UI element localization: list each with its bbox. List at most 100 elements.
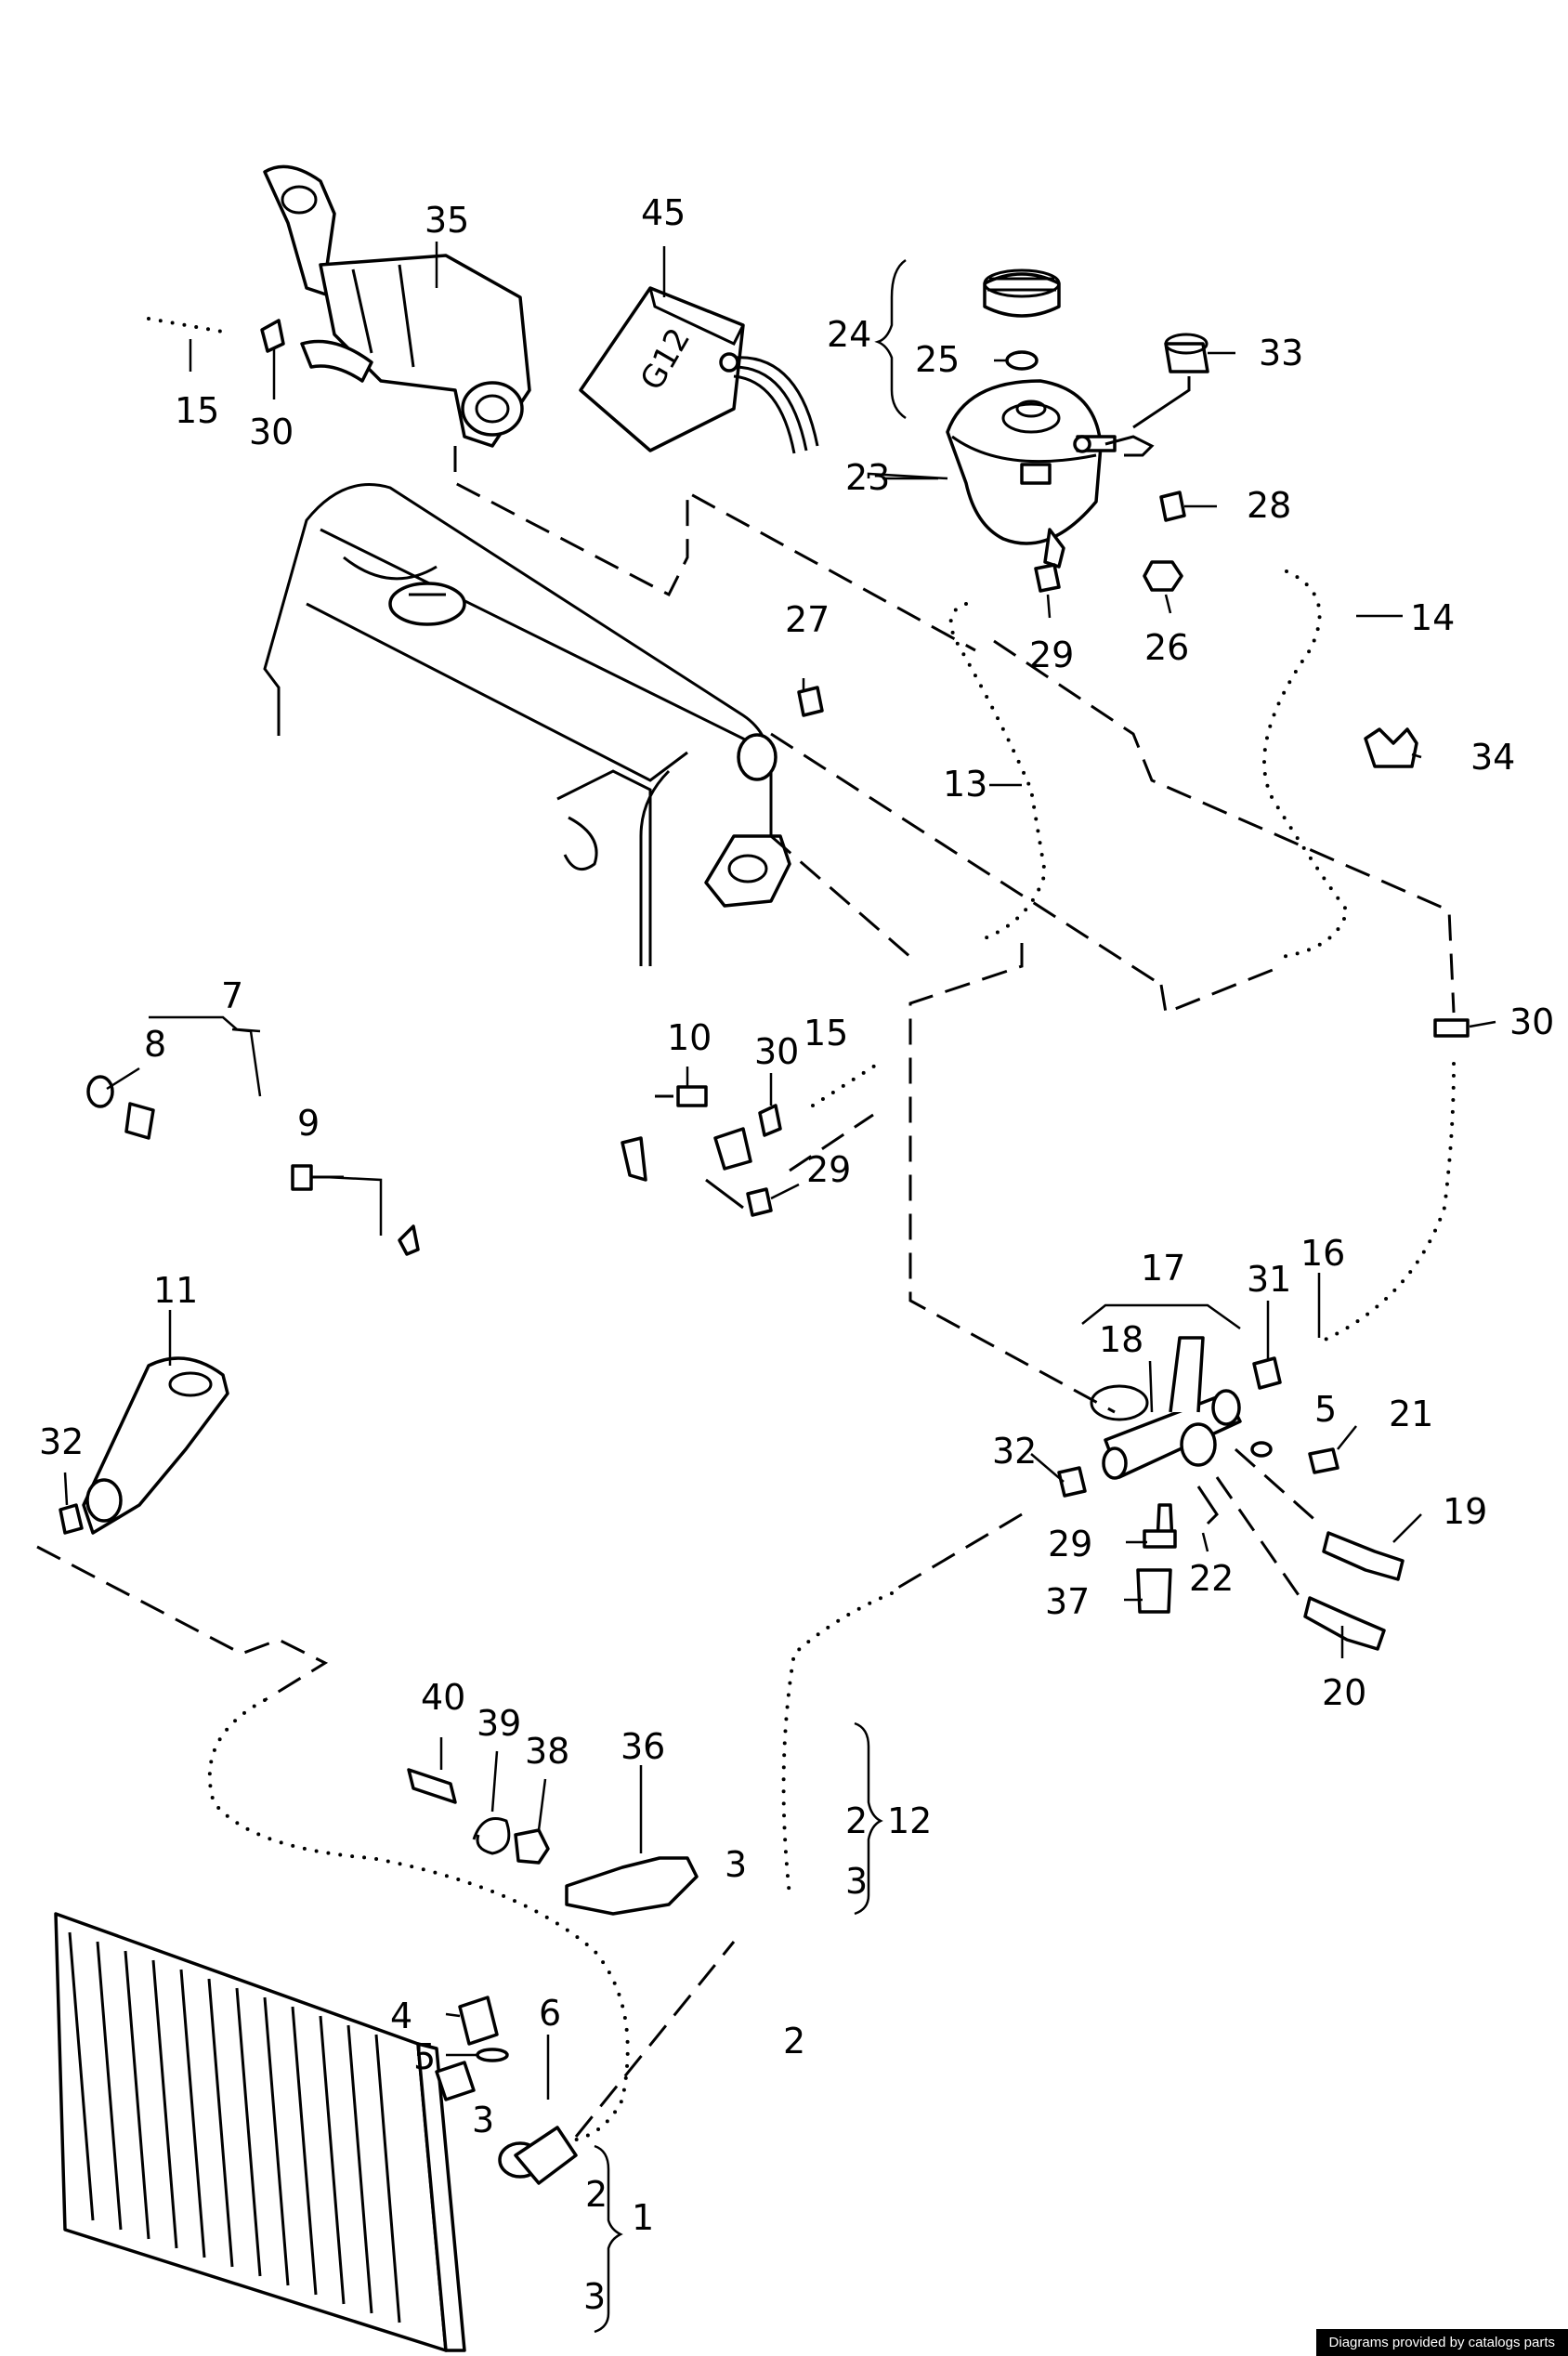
hose-13 — [934, 588, 1061, 954]
clamp-30a — [260, 319, 285, 353]
drain-plug-4 — [458, 1996, 499, 2046]
coolant-plug — [737, 733, 777, 781]
cap-37 — [1136, 1568, 1172, 1614]
cap-seal — [1005, 350, 1039, 371]
nut-38 — [514, 1828, 550, 1865]
sensor-20 — [1303, 1596, 1386, 1651]
callout-28: 28 — [1247, 485, 1291, 526]
oil-filler-cap — [388, 582, 466, 626]
clamp-29a — [1034, 563, 1061, 593]
callout-38: 38 — [525, 1731, 569, 1772]
callout-20: 20 — [1322, 1672, 1366, 1713]
callout-23: 23 — [845, 457, 890, 498]
callout-29-lower: 29 — [1048, 1524, 1092, 1564]
callout-29-middle: 29 — [806, 1149, 851, 1190]
callout-26: 26 — [1144, 627, 1189, 668]
callout-31: 31 — [1247, 1259, 1291, 1300]
sensor-19 — [1322, 1531, 1405, 1581]
hose-1 — [193, 1684, 644, 2157]
callout-3-hose12: 3 — [845, 1861, 868, 1902]
callout-35: 35 — [425, 200, 469, 241]
o-ring-8 — [86, 1075, 114, 1108]
flange-gasket — [704, 834, 791, 908]
callout-3-bottom: 3 — [583, 2276, 606, 2317]
routing-lines — [36, 446, 1456, 2138]
callout-40: 40 — [421, 1677, 465, 1718]
callout-29-upper: 29 — [1029, 635, 1074, 675]
clamp-30b — [758, 1104, 782, 1137]
callout-30-upper: 30 — [249, 412, 294, 452]
g12-coolant-container: G12 — [579, 286, 819, 454]
clamp-28 — [1159, 491, 1186, 522]
egr-cooler — [263, 164, 531, 448]
clamp-30c — [1433, 1018, 1470, 1038]
clamp-32a — [59, 1503, 84, 1535]
clamp-32b — [1057, 1466, 1087, 1498]
callout-13: 13 — [943, 764, 987, 805]
callout-labels: 35 45 15 30 24 25 33 23 28 27 29 26 14 3… — [39, 192, 1554, 2317]
hose-16 — [1303, 1048, 1470, 1358]
bolt-10 — [655, 1085, 708, 1107]
callout-18: 18 — [1099, 1319, 1143, 1360]
tank-mount-rubber — [1132, 333, 1209, 429]
callout-24: 24 — [827, 314, 871, 355]
callout-37: 37 — [1045, 1581, 1090, 1622]
hose-15-upper — [133, 303, 243, 348]
clamp-29b — [746, 1187, 773, 1217]
callout-22: 22 — [1189, 1558, 1234, 1599]
callout-10: 10 — [667, 1017, 712, 1058]
callout-30-right: 30 — [1509, 1001, 1554, 1042]
callout-30-middle: 30 — [754, 1031, 799, 1072]
o-ring-5 — [476, 2048, 509, 2062]
clamp-31 — [1252, 1356, 1282, 1390]
callout-14: 14 — [1410, 597, 1455, 638]
callout-25: 25 — [915, 339, 960, 380]
callout-11: 11 — [153, 1270, 198, 1311]
callout-39: 39 — [477, 1703, 521, 1744]
hose-15-lower — [797, 1048, 894, 1121]
callout-3-middle: 3 — [725, 1844, 747, 1885]
clamp-39 — [472, 1817, 511, 1855]
brace-marks — [149, 258, 1241, 2334]
callout-2-radiator: 2 — [585, 2174, 608, 2215]
callout-34: 34 — [1470, 737, 1515, 778]
callout-32-right: 32 — [992, 1431, 1037, 1472]
callout-4: 4 — [390, 1996, 412, 2036]
bolt-40 — [407, 1768, 457, 1804]
callout-5-left: 5 — [413, 2036, 436, 2077]
callout-36: 36 — [621, 1726, 665, 1767]
callout-15-lower: 15 — [804, 1013, 848, 1054]
t-connector — [1090, 1336, 1242, 1544]
callout-9: 9 — [297, 1103, 320, 1144]
callout-3-radiator: 3 — [472, 2100, 494, 2140]
coolant-pipe — [124, 1099, 752, 1304]
footer-attribution: Diagrams provided by catalogs parts — [1315, 2329, 1568, 2356]
clamp-29c — [1143, 1529, 1177, 1549]
sensor-21 — [1250, 1441, 1339, 1474]
clamp-27 — [797, 686, 824, 717]
callout-17: 17 — [1141, 1248, 1185, 1289]
hose-14 — [1248, 556, 1363, 973]
bracket-36 — [565, 1856, 699, 1916]
callout-33: 33 — [1259, 333, 1303, 373]
callout-16: 16 — [1300, 1233, 1345, 1274]
callout-7: 7 — [221, 975, 243, 1016]
callout-1: 1 — [632, 2197, 654, 2238]
hose-12 — [767, 1577, 908, 1911]
callout-2-middle: 2 — [783, 2021, 805, 2062]
callout-6: 6 — [539, 1993, 561, 2034]
engine-block — [263, 483, 791, 966]
radiator — [54, 1912, 578, 2352]
callout-32-left: 32 — [39, 1421, 84, 1462]
callout-21: 21 — [1389, 1394, 1433, 1434]
callout-5-right: 5 — [1314, 1389, 1337, 1430]
coolant-flange-11 — [82, 1356, 229, 1535]
callout-12: 12 — [887, 1800, 932, 1841]
callout-45: 45 — [641, 192, 686, 233]
callout-27: 27 — [785, 599, 830, 640]
callout-2-hose12: 2 — [845, 1800, 868, 1841]
clip-34 — [1364, 727, 1418, 768]
callout-8: 8 — [144, 1024, 166, 1065]
nut-26 — [1143, 560, 1183, 592]
